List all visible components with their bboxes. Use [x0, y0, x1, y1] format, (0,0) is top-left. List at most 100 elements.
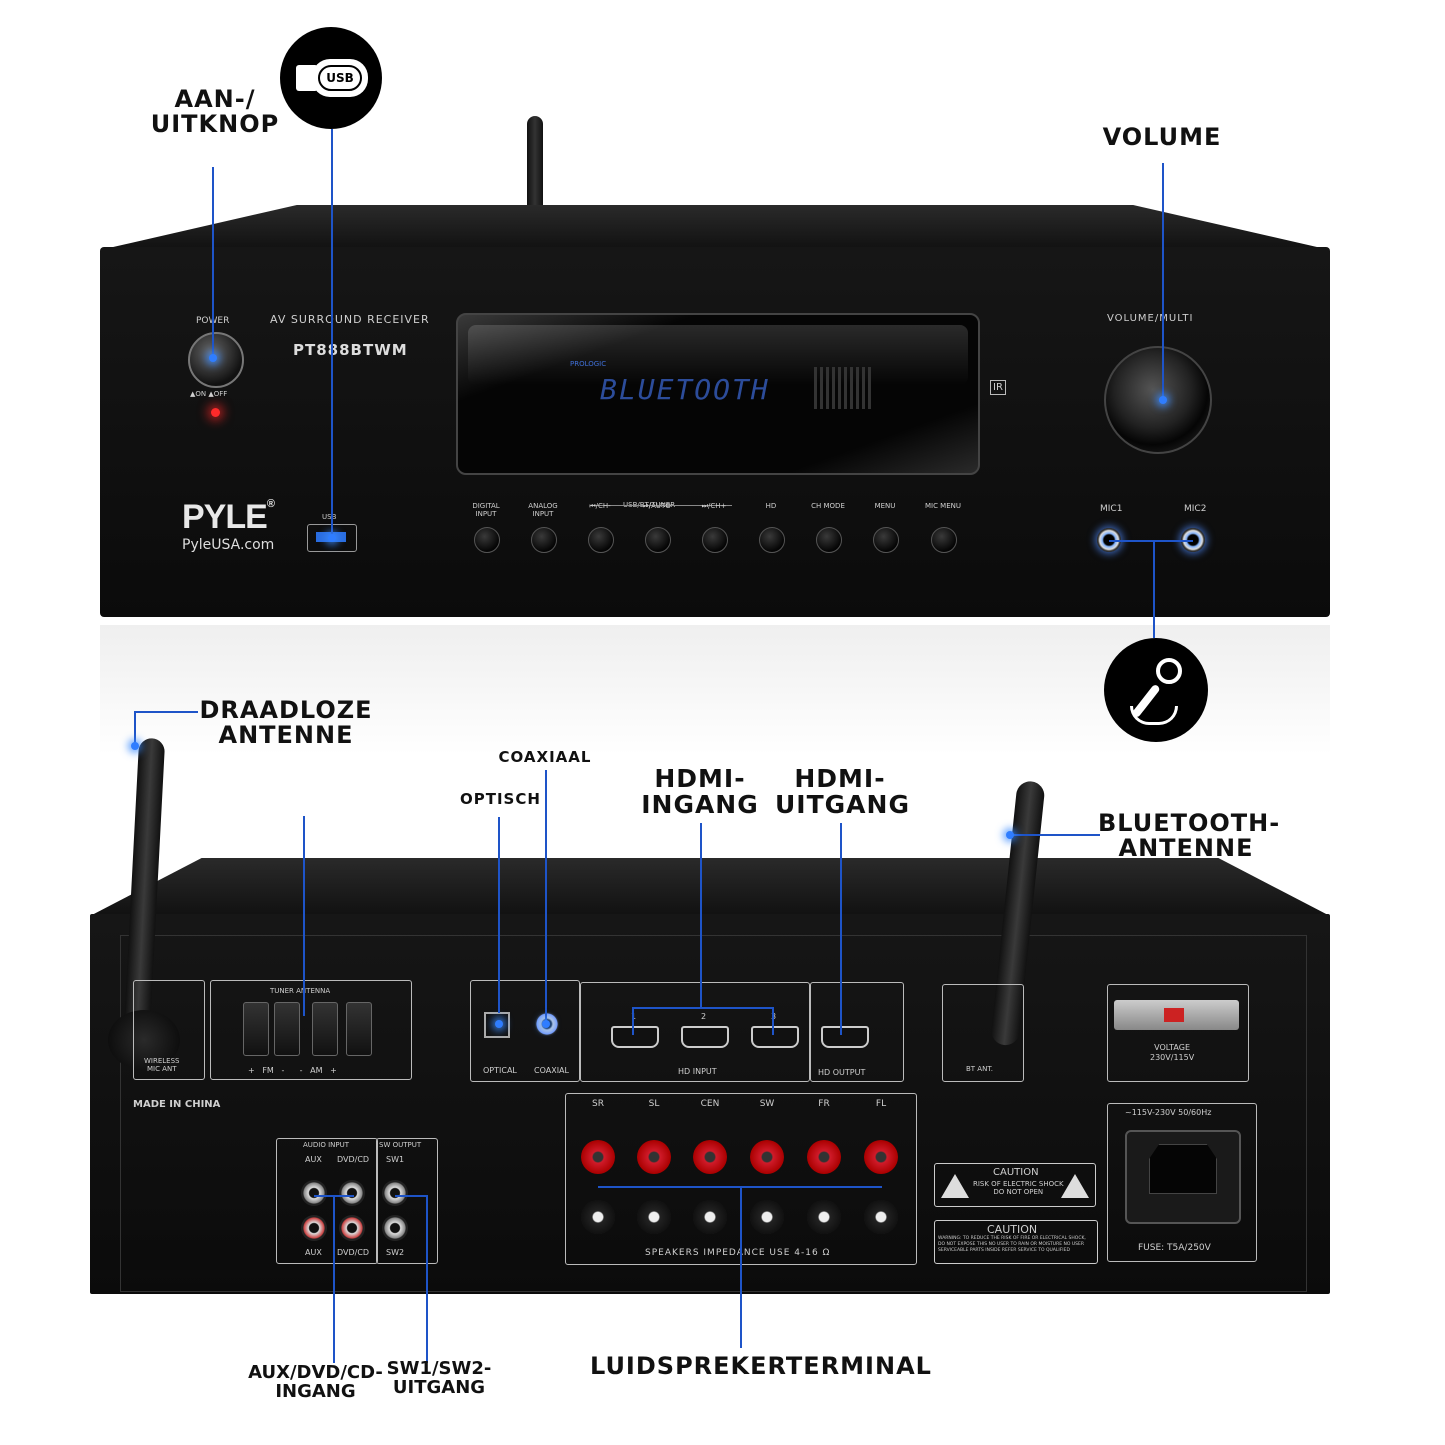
- speaker-channel-label: SL: [648, 1099, 660, 1109]
- hdmi-input-port[interactable]: [681, 1026, 729, 1048]
- speaker-terminal-positive[interactable]: [807, 1140, 841, 1174]
- tuner-antenna-clip[interactable]: [312, 1002, 338, 1056]
- mic-cord: [1130, 706, 1178, 725]
- display-text: BLUETOOTH: [600, 373, 770, 406]
- front-button-label: CH MODE: [811, 502, 845, 510]
- tuner-antenna-clip[interactable]: [346, 1002, 372, 1056]
- front-button[interactable]: [931, 527, 957, 553]
- speaker-line-v: [740, 1186, 742, 1348]
- sw1-jack[interactable]: [382, 1180, 408, 1206]
- dvdcd-label-bottom: DVD/CD: [337, 1248, 370, 1257]
- speaker-channel-label: FL: [875, 1099, 887, 1109]
- power-led: [211, 408, 220, 417]
- voltage-box: [1107, 984, 1249, 1082]
- front-button[interactable]: [873, 527, 899, 553]
- front-button-label: ANALOG INPUT: [528, 502, 558, 518]
- callout-speaker-terminal: LUIDSPREKERTERMINAL: [590, 1352, 932, 1380]
- callout-hdmi-out: HDMI- UITGANG: [775, 764, 910, 820]
- model-number: PT888BTWM: [293, 341, 408, 359]
- callout-volume: VOLUME: [1102, 123, 1222, 151]
- speaker-terminal-negative[interactable]: [581, 1200, 615, 1234]
- aux-right-jack[interactable]: [301, 1215, 327, 1241]
- speaker-terminal-negative[interactable]: [807, 1200, 841, 1234]
- front-button[interactable]: [474, 527, 500, 553]
- sw-line-h: [395, 1195, 427, 1197]
- speaker-terminal-negative[interactable]: [750, 1200, 784, 1234]
- mic-line-h: [1109, 540, 1193, 542]
- hdmi-in-left: [632, 1007, 634, 1035]
- aux-label-top: AUX: [305, 1155, 322, 1164]
- iec-power-socket[interactable]: [1125, 1130, 1241, 1224]
- callout-wireless-antenna: DRAADLOZE ANTENNE: [199, 696, 373, 750]
- bt-ant-label: BT ANT.: [966, 1065, 993, 1073]
- wireless-line-h: [134, 711, 198, 713]
- callout-coaxial: COAXIAAL: [498, 748, 592, 766]
- hdmi-output-port[interactable]: [821, 1026, 869, 1048]
- tuner-line: [303, 816, 305, 1016]
- mic-line-v: [1153, 540, 1155, 638]
- coaxial-label: COAXIAL: [534, 1066, 569, 1075]
- coaxial-line: [545, 770, 547, 1022]
- display-prologic: PROLOGIC: [570, 360, 607, 368]
- sw2-label: SW2: [386, 1248, 405, 1257]
- hd-output-label: HD OUTPUT: [818, 1068, 866, 1077]
- speaker-terminal-positive[interactable]: [750, 1140, 784, 1174]
- speaker-terminal-negative[interactable]: [637, 1200, 671, 1234]
- usb-icon-text: USB: [318, 65, 362, 91]
- volume-multi-label: VOLUME/MULTI: [1107, 313, 1194, 324]
- sw-output-label: SW OUTPUT: [379, 1141, 422, 1149]
- optical-port[interactable]: [484, 1012, 510, 1038]
- hdmi-in-right: [772, 1007, 774, 1035]
- hd-input-box: [580, 982, 810, 1082]
- caution-box-2: CAUTION WARNING: TO REDUCE THE RISK OF F…: [934, 1220, 1098, 1264]
- wireless-mic-ant-label: WIRELESS MIC ANT: [144, 1057, 180, 1073]
- caution1-text: RISK OF ELECTRIC SHOCK DO NOT OPEN: [973, 1180, 1064, 1197]
- hdmi-input-port[interactable]: [751, 1026, 799, 1048]
- volume-dot: [1159, 396, 1167, 404]
- warning-triangle-left-icon: [941, 1174, 969, 1198]
- hdmi-in-line-h: [632, 1007, 774, 1009]
- tuner-antenna-box: [210, 980, 412, 1080]
- usb-line: [331, 129, 333, 537]
- tuner-antenna-clip[interactable]: [243, 1002, 269, 1056]
- front-button[interactable]: [645, 527, 671, 553]
- speaker-terminal-positive[interactable]: [637, 1140, 671, 1174]
- brand-logo: PYLE®: [182, 498, 275, 537]
- sw2-jack[interactable]: [382, 1215, 408, 1241]
- callout-aux-input: AUX/DVD/CD- INGANG: [248, 1362, 383, 1402]
- front-button[interactable]: [816, 527, 842, 553]
- aux-left-jack[interactable]: [301, 1180, 327, 1206]
- speaker-terminal-positive[interactable]: [864, 1140, 898, 1174]
- speaker-channel-label: SW: [759, 1099, 775, 1109]
- voltage-indicator: [1164, 1008, 1184, 1022]
- audio-input-box: [276, 1138, 378, 1264]
- front-button[interactable]: [531, 527, 557, 553]
- speaker-terminal-negative[interactable]: [864, 1200, 898, 1234]
- dvdcd-left-jack[interactable]: [339, 1180, 365, 1206]
- on-off-label: ▲ON ▲OFF: [190, 390, 228, 398]
- display-level-meter: [814, 367, 874, 409]
- volume-knob[interactable]: [1104, 346, 1212, 454]
- speaker-terminal-negative[interactable]: [693, 1200, 727, 1234]
- tuner-antenna-clip[interactable]: [274, 1002, 300, 1056]
- speaker-channel-label: CEN: [700, 1099, 720, 1109]
- front-button-label: HD: [765, 502, 777, 510]
- mic1-label: MIC1: [1100, 504, 1123, 514]
- usb-icon-body: USB: [312, 59, 368, 97]
- hdmi-input-port[interactable]: [611, 1026, 659, 1048]
- speaker-terminal-positive[interactable]: [693, 1140, 727, 1174]
- sw-output-box: [376, 1138, 438, 1264]
- optical-line: [498, 817, 500, 1013]
- sw-line: [426, 1195, 428, 1363]
- front-top-lid: [100, 205, 1330, 250]
- warning-triangle-right-icon: [1061, 1174, 1089, 1198]
- speaker-terminal-positive[interactable]: [581, 1140, 615, 1174]
- mains-box: [1107, 1103, 1257, 1262]
- speaker-channel-label: SR: [592, 1099, 604, 1109]
- front-button[interactable]: [702, 527, 728, 553]
- front-button[interactable]: [759, 527, 785, 553]
- front-button[interactable]: [588, 527, 614, 553]
- dvdcd-label-top: DVD/CD: [337, 1155, 370, 1164]
- voltage-switch[interactable]: [1114, 1000, 1239, 1030]
- dvdcd-right-jack[interactable]: [339, 1215, 365, 1241]
